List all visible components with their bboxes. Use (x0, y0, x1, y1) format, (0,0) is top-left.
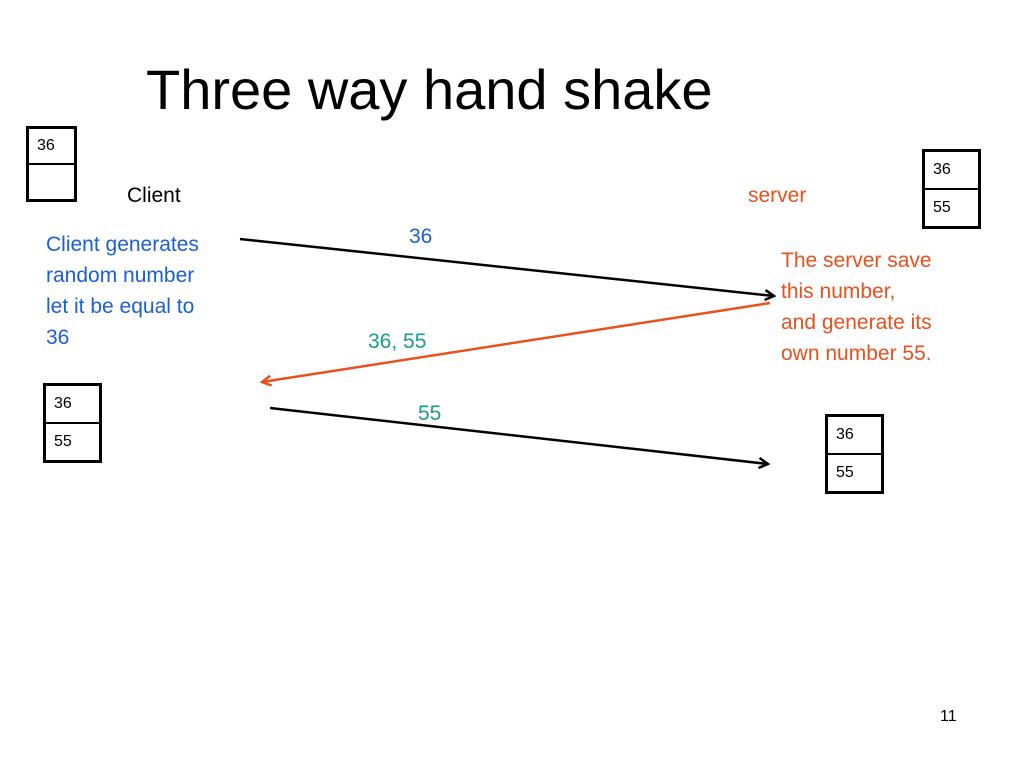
register-cell (29, 163, 74, 199)
register-cell: 36 (37, 137, 55, 154)
register-cell: 36 (836, 426, 854, 443)
client-note-line: let it be equal to (46, 295, 195, 318)
server-register-top: 36 55 (922, 149, 981, 229)
server-note-line: this number, (781, 280, 896, 303)
client-register-final: 36 55 (43, 383, 102, 463)
client-note-line: Client generates (46, 233, 199, 256)
client-note-line: 36 (46, 326, 70, 349)
message-arrow-syn (239, 237, 774, 296)
client-register-initial: 36 (26, 126, 77, 202)
register-cell: 55 (925, 188, 978, 226)
slide-title: Three way hand shake (146, 58, 713, 121)
server-note-line: own number 55. (781, 342, 932, 365)
register-cell: 36 (54, 395, 72, 412)
register-cell: 55 (828, 453, 881, 491)
client-note-line: random number (46, 264, 195, 287)
message-arrow-ack (269, 406, 768, 464)
server-note: The server save this number, and generat… (781, 245, 932, 369)
message-arrow-syn-ack (262, 301, 771, 382)
server-note-line: and generate its (781, 311, 932, 334)
server-register-final: 36 55 (825, 414, 884, 494)
register-cell: 55 (46, 422, 99, 460)
message-label-syn: 36 (409, 225, 433, 248)
message-label-ack: 55 (418, 402, 442, 425)
message-label-syn-ack: 36, 55 (368, 330, 427, 353)
client-note: Client generates random number let it be… (46, 229, 199, 353)
server-label: server (748, 184, 807, 207)
client-label: Client (127, 184, 181, 207)
register-cell: 36 (933, 161, 951, 178)
server-note-line: The server save (781, 249, 932, 272)
page-number: 11 (940, 708, 957, 725)
